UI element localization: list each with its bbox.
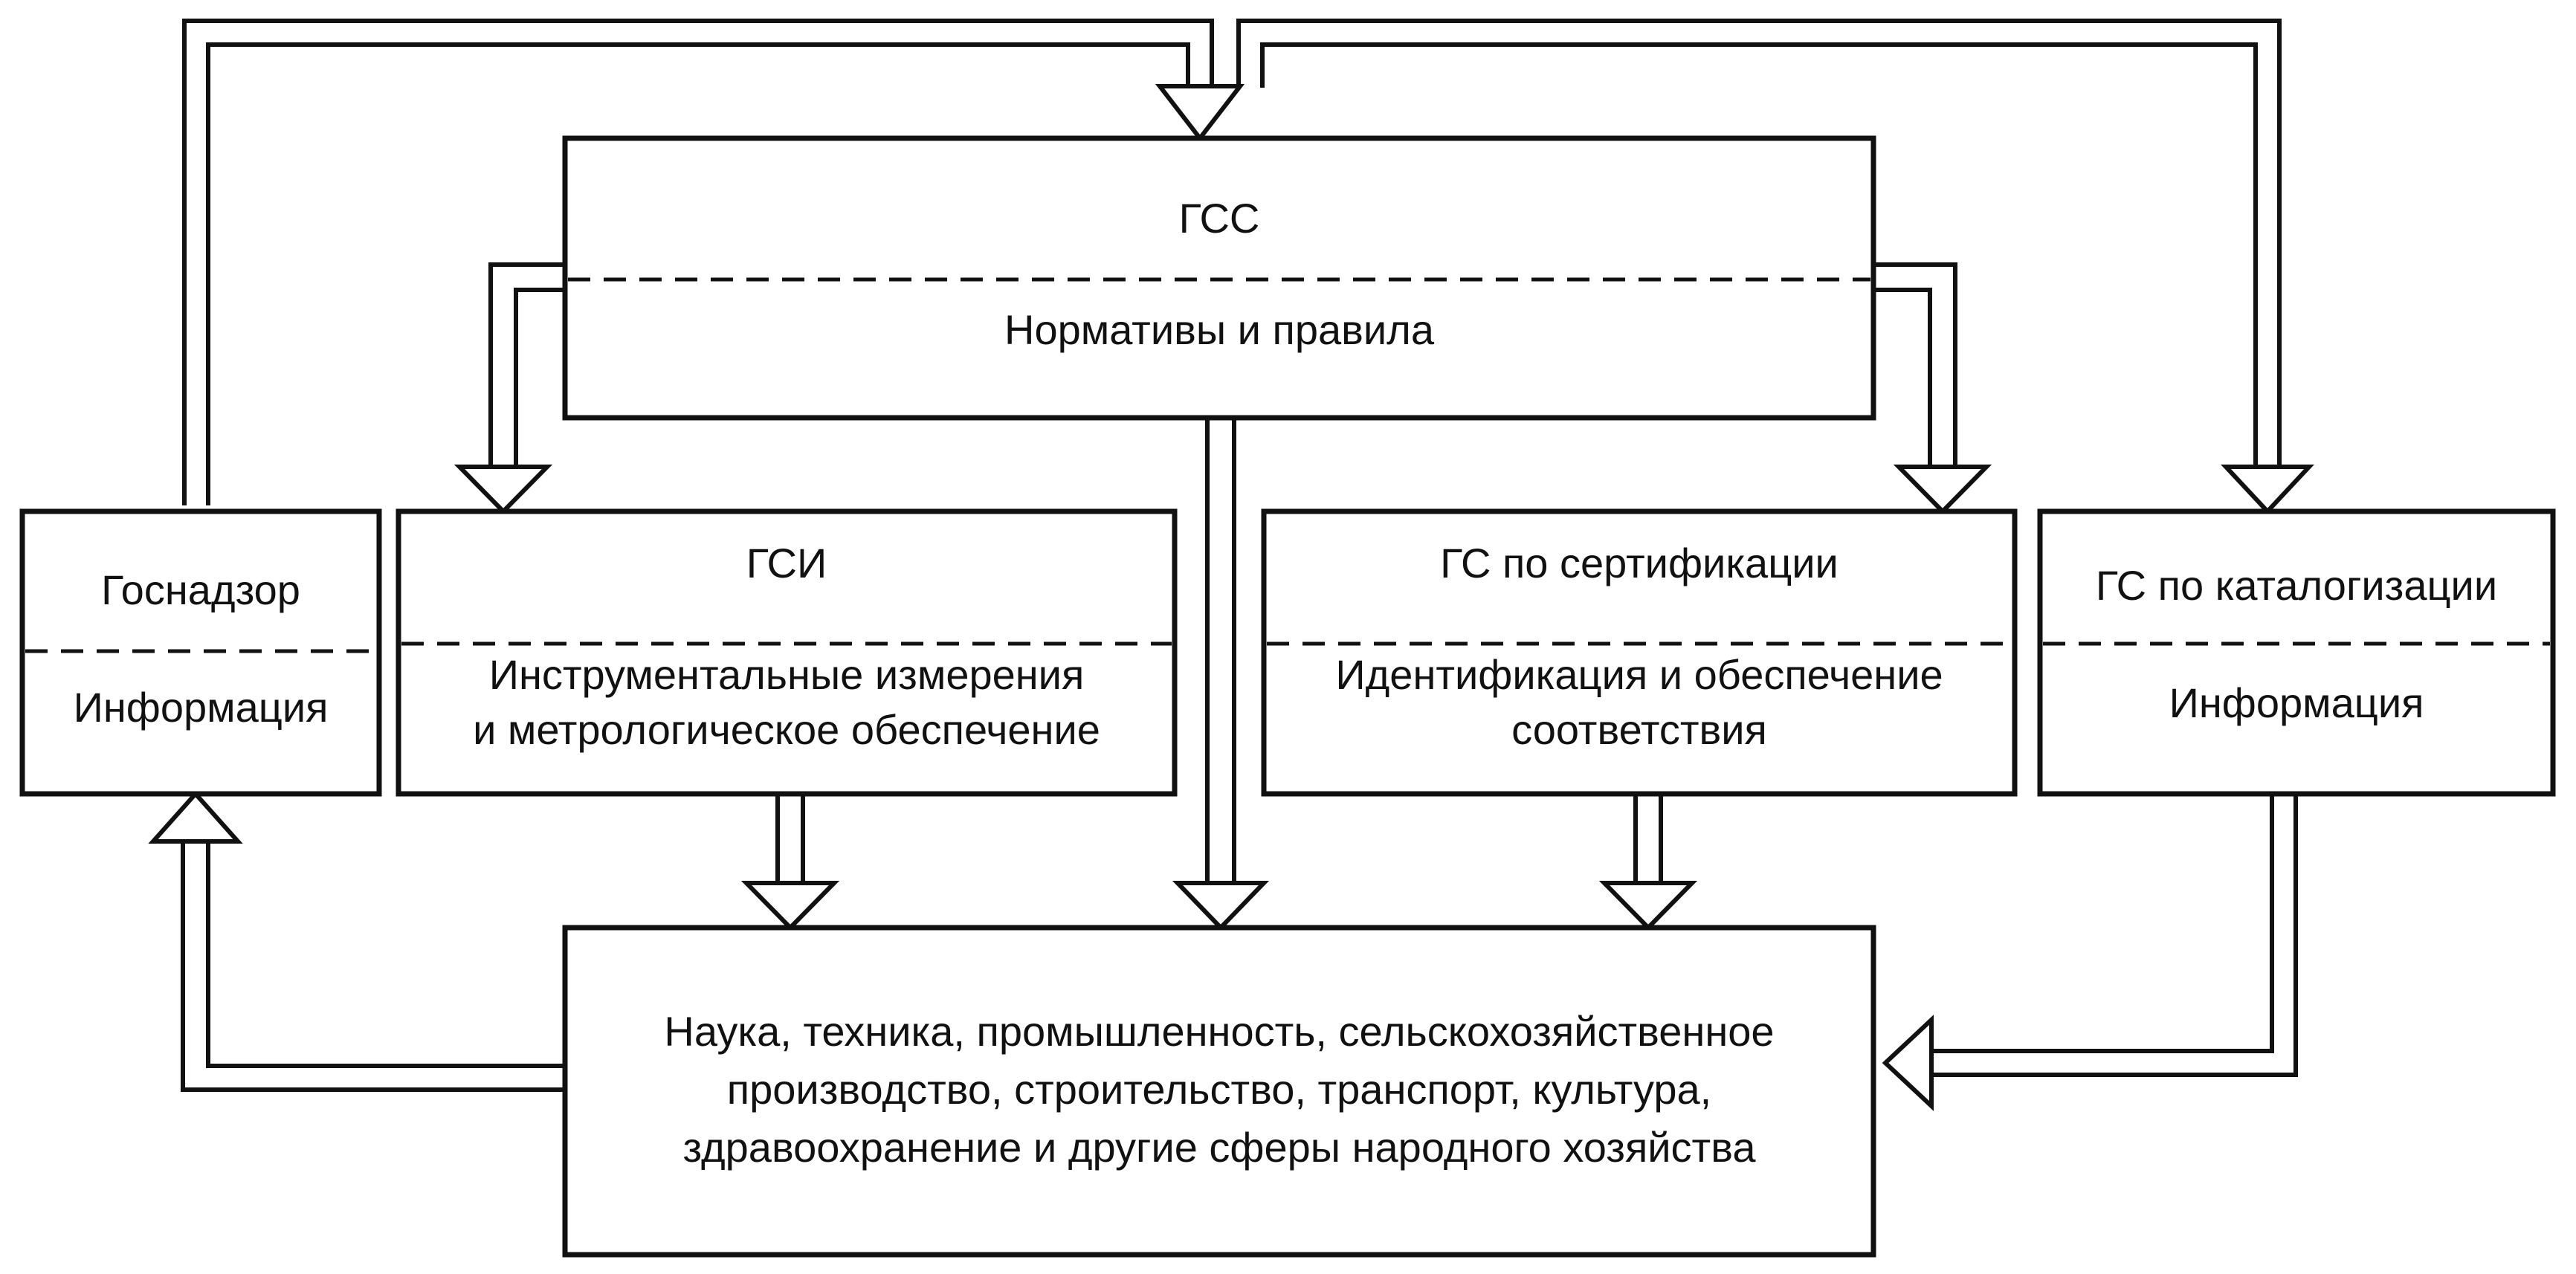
economy-box: Наука, техника, промышленность, сельскох… xyxy=(562,925,1876,1258)
catalog-box: ГС по каталогизации Информация xyxy=(2037,508,2556,797)
arrow-catalog-to-gss xyxy=(1236,19,2314,515)
gss-box: ГСС Нормативы и правила xyxy=(562,135,1876,421)
arrow-catalog-to-economy xyxy=(1882,794,2298,1111)
cert-box: ГС по сертификации Идентификация и обесп… xyxy=(1261,508,2018,797)
economy-line3: здравоохранение и другие сферы народного… xyxy=(683,1124,1757,1171)
gsi-line1: Инструментальные измерения xyxy=(489,651,1085,698)
gss-title: ГСС xyxy=(1179,195,1260,242)
cert-line2: соответствия xyxy=(1511,706,1767,753)
catalog-title: ГС по каталогизации xyxy=(2096,562,2497,609)
gsi-line2: и метрологическое обеспечение xyxy=(473,706,1100,753)
gsi-box: ГСИ Инструментальные измерения и метроло… xyxy=(396,508,1178,797)
gsi-title: ГСИ xyxy=(746,540,827,586)
gosnadzor-title: Госнадзор xyxy=(101,566,300,613)
arrow-gss-to-economy xyxy=(1172,418,1270,931)
economy-line1: Наука, техника, промышленность, сельскох… xyxy=(664,1008,1774,1055)
arrow-gosnadzor-to-gss xyxy=(182,19,1245,505)
catalog-subtitle: Информация xyxy=(2169,679,2424,726)
gosnadzor-box: Госнадзор Информация xyxy=(19,508,382,797)
cert-title: ГС по сертификации xyxy=(1440,540,1839,586)
arrow-cert-to-economy xyxy=(1598,794,1698,931)
cert-line1: Идентификация и обеспечение xyxy=(1335,651,1943,698)
economy-line2: производство, строительство, транспорт, … xyxy=(727,1066,1711,1113)
gss-subtitle: Нормативы и правила xyxy=(1004,306,1435,353)
arrow-gss-to-gsi xyxy=(453,262,565,515)
arrow-gsi-to-economy xyxy=(740,794,840,931)
gosnadzor-subtitle: Информация xyxy=(74,684,329,731)
arrow-gss-to-cert xyxy=(1873,262,1992,515)
arrow-economy-to-gosnadzor xyxy=(148,790,565,1092)
